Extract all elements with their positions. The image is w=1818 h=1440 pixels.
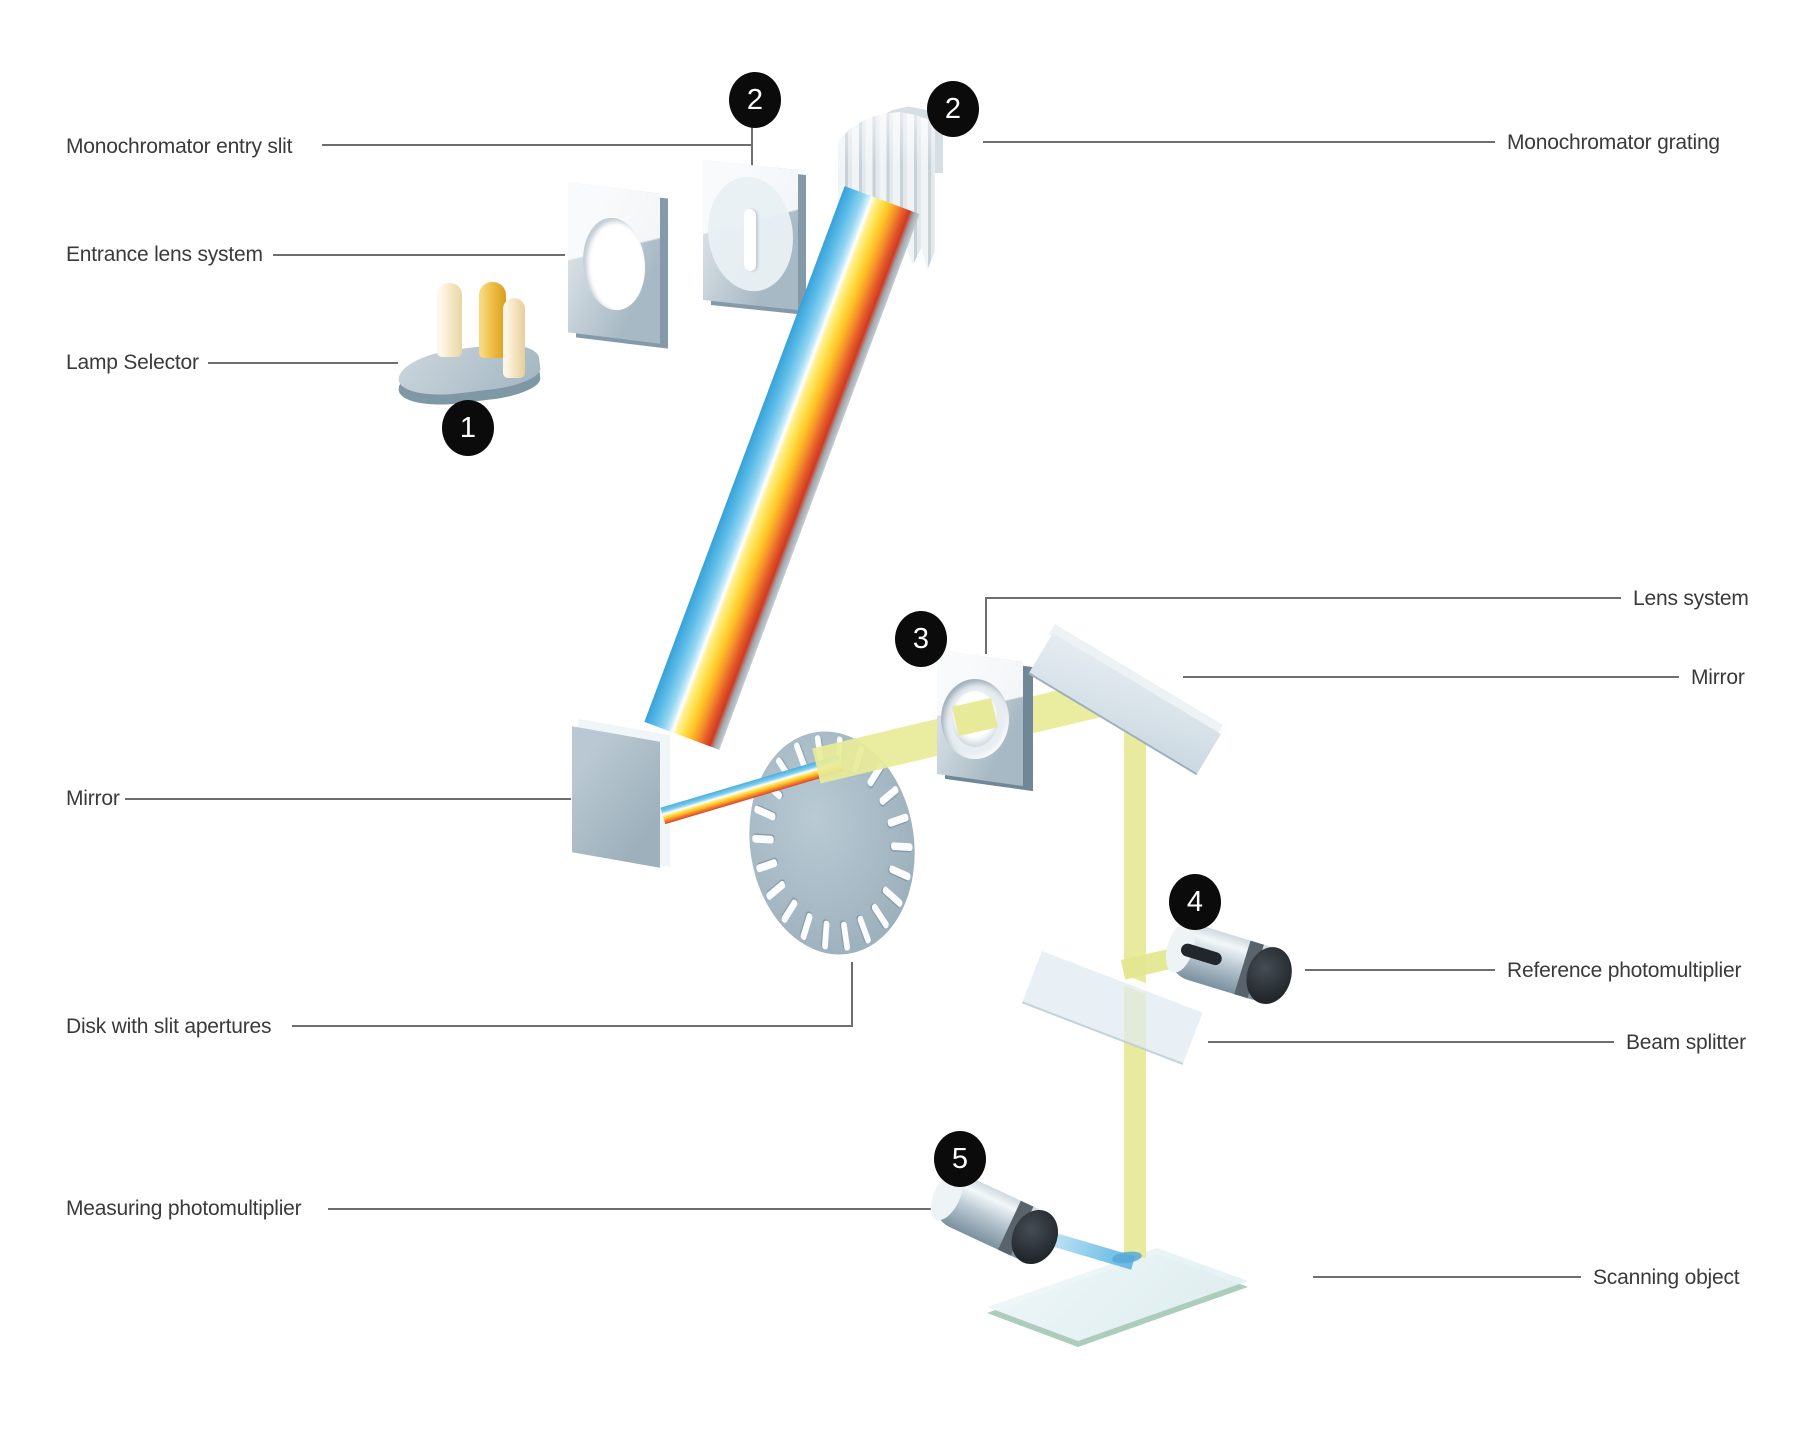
mirror-left [572, 726, 660, 868]
disk-slit-aperture [881, 885, 903, 909]
leader-line [1313, 1276, 1581, 1278]
leader-line [985, 597, 1621, 599]
entry-slit-plate [703, 160, 798, 310]
leader-line [292, 1025, 853, 1027]
disk-slit-aperture [890, 842, 913, 852]
leader-line [322, 144, 752, 146]
lamp-cream-2 [503, 298, 525, 378]
leader-line [328, 1208, 932, 1210]
entrance-lens-hole [583, 214, 645, 314]
label-entrance-lens-system: Entrance lens system [66, 243, 263, 266]
label-beam-splitter: Beam splitter [1626, 1031, 1746, 1054]
leader-line [1305, 969, 1495, 971]
lamp-cream-1 [437, 283, 462, 357]
label-lens-system: Lens system [1633, 587, 1749, 610]
leader-line [1208, 1041, 1614, 1043]
disk-slit-aperture [888, 864, 911, 882]
label-mirror-right: Mirror [1691, 666, 1745, 689]
disk-slit-aperture [753, 804, 776, 822]
leader-line [273, 254, 565, 256]
leader-line [985, 597, 987, 654]
step-badge-5: 5 [934, 1131, 986, 1187]
disk-slit-aperture [764, 879, 786, 902]
disk-slit-aperture [856, 914, 872, 945]
step-badge-2a: 2 [729, 72, 781, 128]
leader-line [1183, 676, 1679, 678]
step-badge-2b: 2 [927, 81, 979, 137]
step-badge-3: 3 [895, 611, 947, 667]
step-badge-4: 4 [1169, 874, 1221, 930]
disk-slit-aperture [755, 858, 778, 874]
entrance-lens-plate [568, 182, 660, 344]
disk-slit-aperture [780, 898, 798, 925]
label-scanning-object: Scanning object [1593, 1266, 1740, 1289]
label-reference-photomultiplier: Reference photomultiplier [1507, 959, 1742, 982]
lamp-gold [479, 282, 506, 358]
label-measuring-photomultiplier: Measuring photomultiplier [66, 1197, 302, 1220]
entry-slit-aperture [744, 208, 756, 272]
label-mirror-left: Mirror [66, 787, 120, 810]
disk-slit-aperture [878, 784, 900, 807]
label-monochromator-grating: Monochromator grating [1507, 131, 1720, 154]
leader-line [851, 962, 853, 1027]
label-disk-with-slit-apertures: Disk with slit apertures [66, 1015, 272, 1038]
disk-slit-aperture [886, 812, 909, 828]
disk-slit-aperture [821, 920, 830, 951]
disk-slit-aperture [751, 834, 774, 844]
step-badge-1: 1 [442, 400, 494, 456]
label-monochromator-entry-slit: Monochromator entry slit [66, 135, 293, 158]
label-lamp-selector: Lamp Selector [66, 351, 199, 374]
disk-slit-aperture [799, 911, 813, 942]
disk-slit-aperture [840, 921, 850, 951]
leader-line [125, 798, 571, 800]
reference-photomultiplier [1160, 918, 1299, 1010]
disk-slit-aperture [870, 902, 890, 930]
leader-line [983, 141, 1495, 143]
leader-line [208, 362, 398, 364]
